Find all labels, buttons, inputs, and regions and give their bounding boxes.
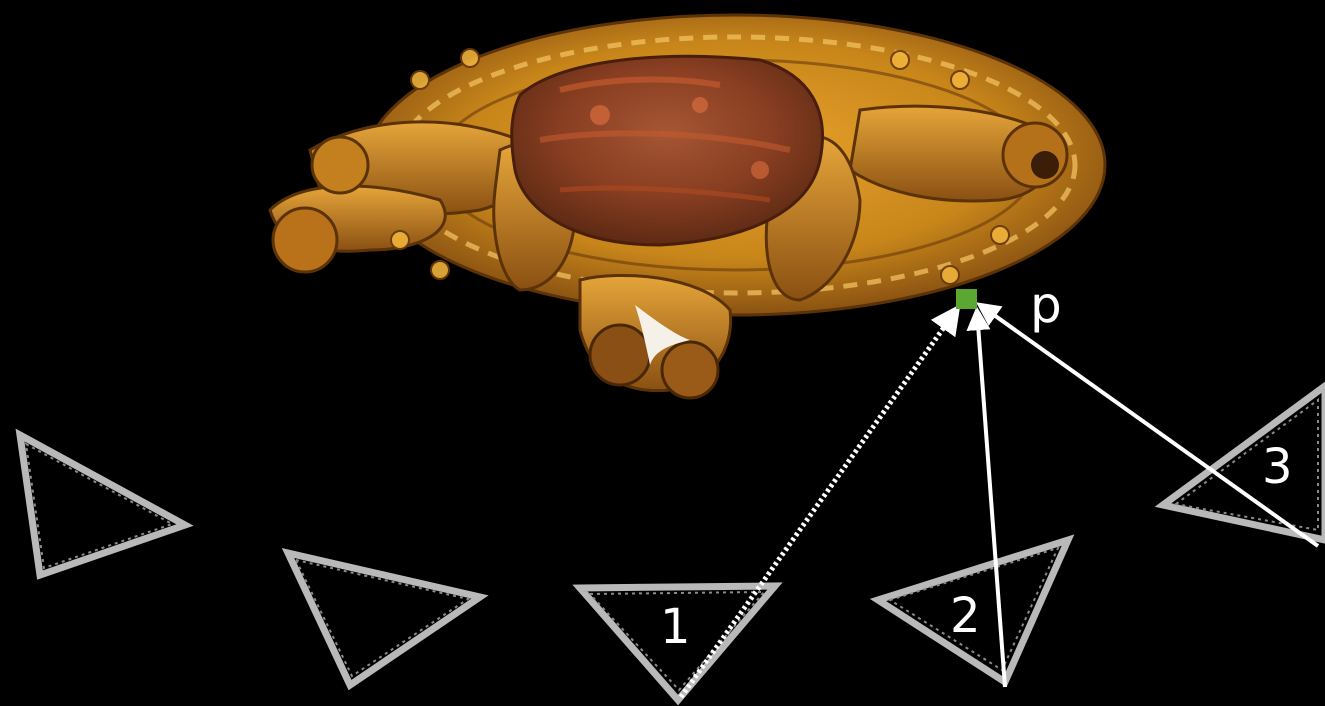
camera-2: 2 (878, 540, 1068, 682)
statue-right-foot (1003, 123, 1067, 187)
camera-2-label: 2 (950, 588, 981, 644)
ray-camera-2-to-p (977, 311, 1005, 687)
camera-a (20, 435, 185, 575)
statue-top-body (512, 56, 823, 245)
camera-1-label: 1 (660, 599, 691, 655)
point-p-label: p (1030, 276, 1062, 334)
camera-3: 3 (1163, 386, 1325, 540)
statue-left-foot (273, 208, 337, 272)
camera-3-label: 3 (1262, 439, 1293, 495)
camera-b (288, 553, 480, 685)
statue-front-foot (590, 325, 650, 385)
ray-camera-1-to-p (681, 309, 957, 697)
point-p-marker (956, 289, 977, 309)
